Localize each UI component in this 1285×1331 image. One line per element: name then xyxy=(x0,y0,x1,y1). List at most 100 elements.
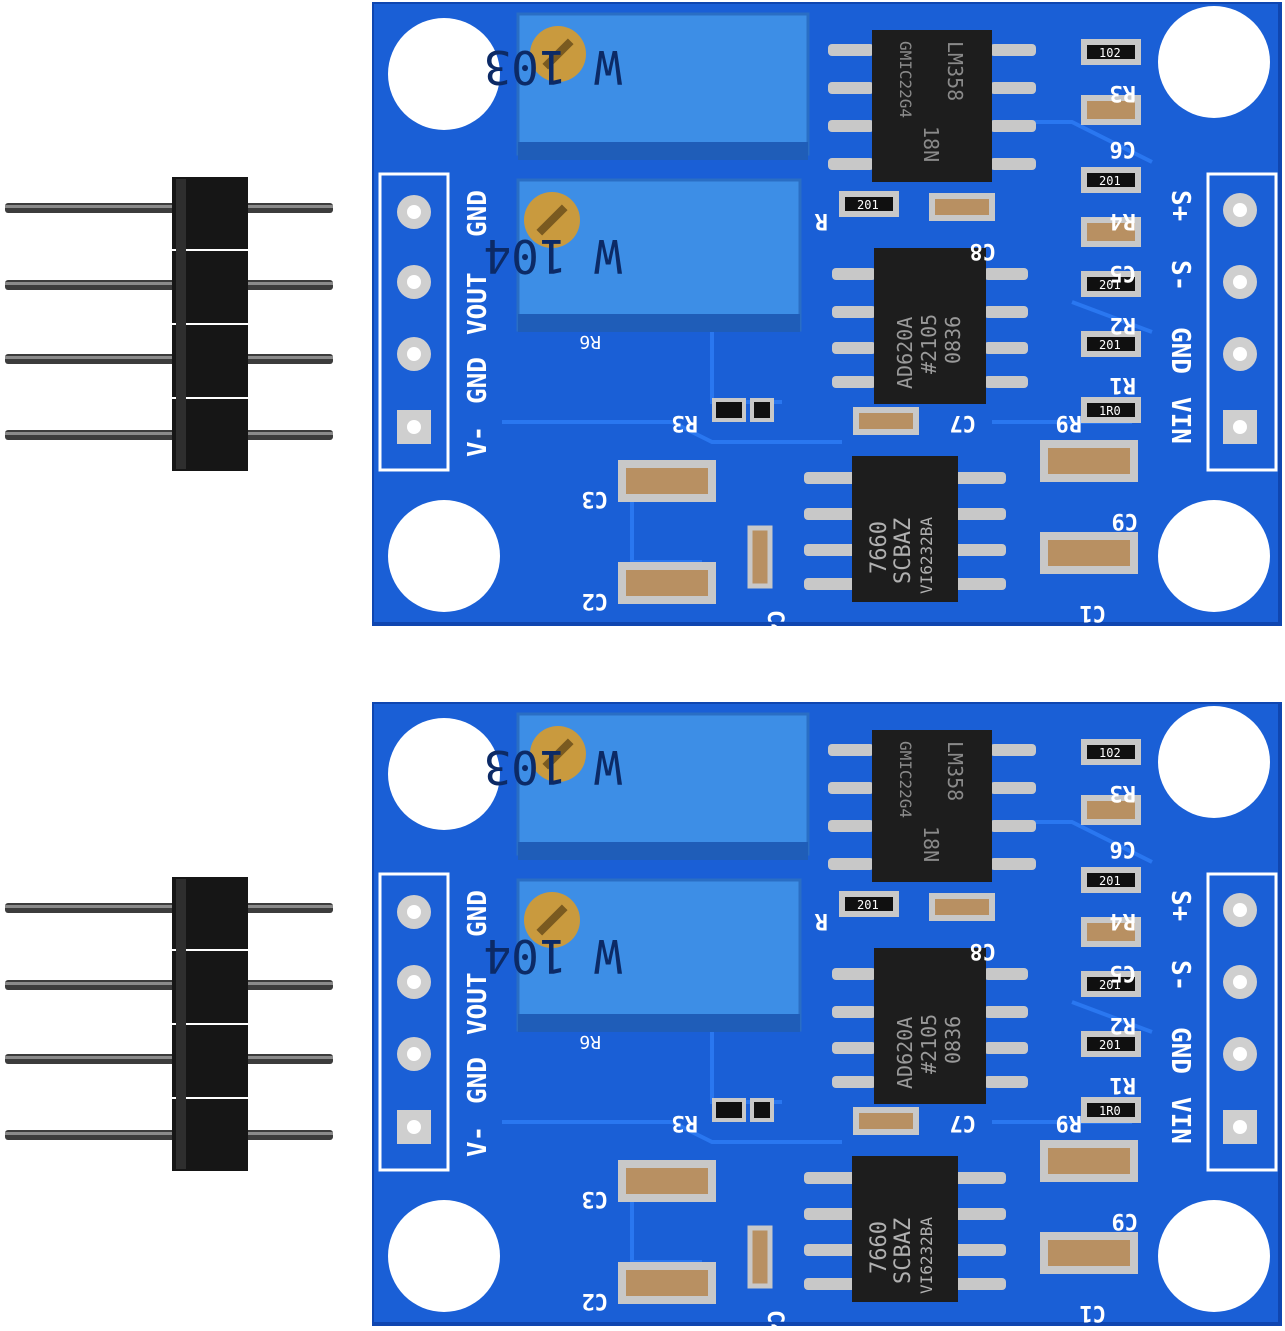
res-code: 201 xyxy=(1099,1038,1121,1052)
pin-label-right: S+ xyxy=(1165,890,1195,921)
silk-label: C8 xyxy=(970,238,997,263)
ic-marking: #2105 xyxy=(917,1014,941,1074)
silk-label: C1 xyxy=(1080,1300,1107,1325)
mounting-hole xyxy=(1158,1200,1270,1312)
silk-label: C8 xyxy=(970,938,997,963)
header-pin xyxy=(5,203,333,213)
pin-label-right: GND xyxy=(1165,327,1195,374)
res-code: 201 xyxy=(1099,278,1121,292)
potentiometer-top: W 103 xyxy=(484,12,810,160)
silk-label: R9 xyxy=(1056,410,1083,435)
pin-pads-left xyxy=(397,195,431,444)
silk-label: R xyxy=(814,208,828,233)
pin-label-left: V- xyxy=(463,426,493,457)
ic-marking: SCBAZ xyxy=(891,518,916,584)
ic-marking: VI6232BA xyxy=(917,1217,936,1294)
pin-label-left: V- xyxy=(463,1126,493,1157)
ic-marking: 18N xyxy=(919,126,943,162)
ic-marking: VI6232BA xyxy=(917,517,936,594)
silk-label: C6 xyxy=(1110,136,1137,161)
mounting-hole xyxy=(1158,6,1270,118)
ic-marking: AD620A xyxy=(893,1017,917,1089)
res-code: 1R0 xyxy=(1099,404,1121,418)
pin-header-2 xyxy=(0,875,340,1179)
header-pin xyxy=(5,980,333,990)
pot-code-label: W 104 xyxy=(484,229,622,283)
res-code: 102 xyxy=(1099,746,1121,760)
ic-ad620a: AD620A #2105 0836 xyxy=(832,248,1028,404)
pin-header-1 xyxy=(0,175,340,479)
pin-pads-right xyxy=(1223,893,1257,1144)
ic-marking: 7660 xyxy=(867,1221,892,1274)
potentiometer-top: W 103 xyxy=(484,712,810,860)
ic-marking: 18N xyxy=(919,826,943,862)
silk-label: C2 xyxy=(582,588,609,613)
silk-label: R3 xyxy=(1110,780,1137,805)
pot-ref-label: R6 xyxy=(579,1031,601,1052)
sensor-board-1: V- GND VOUT GND VIN GND S- S+ W 103 xyxy=(370,0,1282,637)
silk-label: R2 xyxy=(1110,312,1137,337)
silk-label: C9 xyxy=(1112,508,1139,533)
res-code: 201 xyxy=(857,198,879,212)
silk-label: C4 xyxy=(762,1310,787,1327)
silk-label: C4 xyxy=(762,610,787,627)
pin-label-right: VIN xyxy=(1165,397,1195,444)
res-code: 1R0 xyxy=(1099,1104,1121,1118)
ic-marking: GMIC22G4 xyxy=(896,741,915,818)
ic-marking: #2105 xyxy=(917,314,941,374)
pot-code-label: W 104 xyxy=(484,929,622,983)
silk-label: C7 xyxy=(950,1110,977,1135)
silk-label: C2 xyxy=(582,1288,609,1313)
pin-label-right: S- xyxy=(1165,260,1195,291)
ic-marking: LM358 xyxy=(943,741,967,801)
smd-resistors xyxy=(712,739,1141,1123)
header-pin xyxy=(5,280,333,290)
res-code: 201 xyxy=(1099,174,1121,188)
ic-marking: 7660 xyxy=(867,521,892,574)
res-code: 201 xyxy=(1099,978,1121,992)
ic-ad620a: AD620A #2105 0836 xyxy=(832,948,1028,1104)
pin-label-right: S- xyxy=(1165,960,1195,991)
silk-label: R1 xyxy=(1110,1072,1137,1097)
silk-label: R3 xyxy=(1110,80,1137,105)
pin-label-left: GND xyxy=(463,190,493,237)
res-code: 102 xyxy=(1099,46,1121,60)
pin-label-right: S+ xyxy=(1165,190,1195,221)
ic-7660: 7660 SCBAZ VI6232BA xyxy=(804,456,1006,602)
silk-label: C3 xyxy=(582,486,609,511)
silk-label: C1 xyxy=(1080,600,1107,625)
smd-resistors xyxy=(712,39,1141,423)
pin-label-left: GND xyxy=(463,890,493,937)
pcb-substrate xyxy=(372,2,1280,624)
ic-marking: AD620A xyxy=(893,317,917,389)
pin-label-left: VOUT xyxy=(463,972,493,1035)
ic-marking: 0836 xyxy=(941,1016,965,1064)
header-pin xyxy=(5,1130,333,1140)
silk-label: C5 xyxy=(1110,960,1137,985)
res-code: 201 xyxy=(1099,874,1121,888)
silk-label: C5 xyxy=(1110,260,1137,285)
header-plastic xyxy=(172,177,248,471)
smd-capacitors xyxy=(618,795,1141,1304)
pin-label-right: GND xyxy=(1165,1027,1195,1074)
ic-marking: SCBAZ xyxy=(891,1218,916,1284)
ic-lm358: LM358 18N GMIC22G4 xyxy=(828,30,1036,182)
silk-label: C7 xyxy=(950,410,977,435)
ic-lm358: LM358 18N GMIC22G4 xyxy=(828,730,1036,882)
header-pin xyxy=(5,430,333,440)
header-pin xyxy=(5,903,333,913)
pin-label-right: VIN xyxy=(1165,1097,1195,1144)
pin-pads-left xyxy=(397,895,431,1144)
silk-label: R3 xyxy=(672,410,699,435)
res-code: 201 xyxy=(1099,338,1121,352)
silk-label: R9 xyxy=(1056,1110,1083,1135)
pot-ref-label: R6 xyxy=(579,331,601,352)
pot-code-label: W 103 xyxy=(484,740,622,794)
pcb-substrate xyxy=(372,702,1280,1324)
pot-code-label: W 103 xyxy=(484,40,622,94)
pin-label-left: GND xyxy=(463,357,493,404)
mounting-hole xyxy=(388,1200,500,1312)
header-pin xyxy=(5,354,333,364)
silk-label: C9 xyxy=(1112,1208,1139,1233)
